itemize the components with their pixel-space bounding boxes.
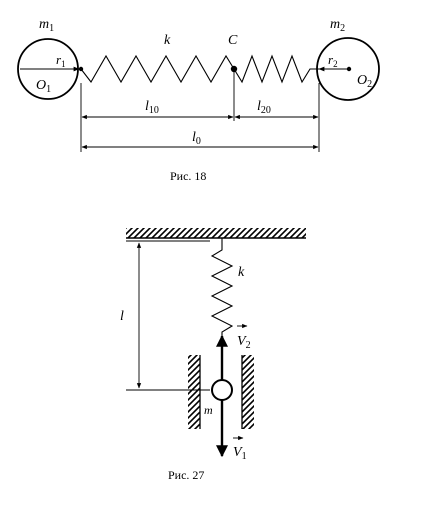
caption-fig-27: Рис. 27: [168, 468, 204, 482]
label-m: m: [204, 403, 213, 417]
label-m2: m2: [330, 17, 345, 34]
label-m1: m1: [39, 17, 54, 34]
label-point-c: C: [228, 33, 238, 48]
label-r1: r1: [56, 52, 66, 69]
mass-m-circle: [211, 379, 233, 401]
guide-wall-right: [242, 355, 254, 429]
center-o2-dot: [346, 66, 352, 72]
spring-k-vertical: [210, 238, 234, 338]
point-c-dot: [230, 65, 238, 73]
label-l: l: [120, 309, 124, 324]
label-v1: V1: [233, 445, 247, 462]
label-k-vertical: k: [238, 265, 245, 280]
ceiling-hatching: [126, 228, 306, 238]
guide-wall-left: [188, 355, 200, 429]
caption-fig-18: Рис. 18: [170, 169, 206, 183]
label-l0: l0: [192, 130, 201, 147]
figure-18: m1 m2 k C r1 r2 O1 O2 l10 l20 l0 Рис. 18: [17, 17, 380, 183]
figure-27: k l m V2 V1 Рис. 27: [120, 228, 306, 482]
label-k-spring: k: [164, 33, 171, 48]
spring-k: [80, 54, 319, 84]
label-v2: V2: [237, 334, 251, 351]
label-l20: l20: [257, 99, 271, 116]
label-l10: l10: [145, 99, 159, 116]
label-o1: O1: [36, 78, 51, 95]
label-r2: r2: [328, 52, 338, 69]
label-o2: O2: [357, 73, 372, 90]
